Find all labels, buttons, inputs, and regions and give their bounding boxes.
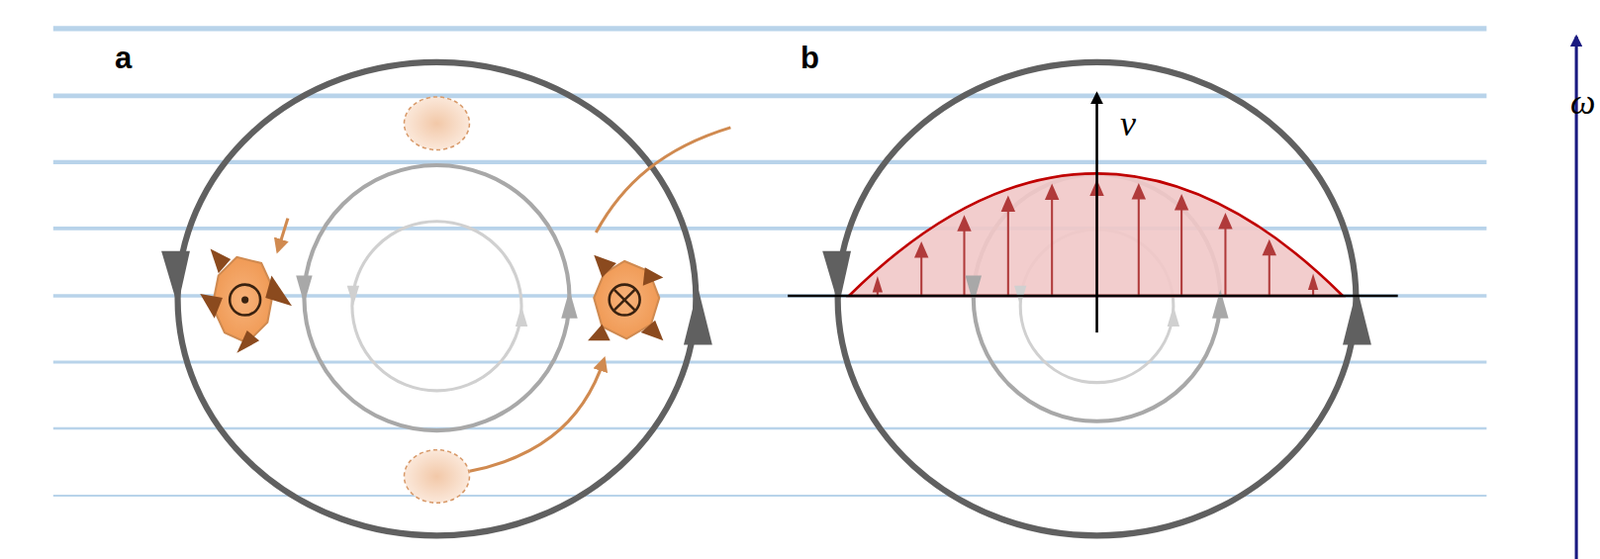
- horizontal-axis: [787, 294, 1399, 298]
- vortex-blob-right: [587, 255, 663, 342]
- vortex-rings-a: [178, 62, 697, 536]
- velocity-arrow: [962, 227, 965, 296]
- trajectory-curves: [278, 127, 732, 471]
- velocity-arrow: [920, 253, 923, 296]
- velocity-arrow: [1050, 195, 1053, 296]
- velocity-arrows: [872, 179, 1319, 296]
- ring-arrowheads-a: [161, 251, 713, 346]
- velocity-arrowhead: [1001, 194, 1016, 211]
- ghost-blobs: [403, 96, 470, 503]
- vortex-blob-left: [199, 249, 292, 354]
- velocity-arrowhead: [872, 276, 883, 292]
- velocity-arrowhead: [956, 214, 971, 231]
- velocity-arrow: [1268, 251, 1271, 296]
- velocity-arrowhead: [1308, 273, 1318, 289]
- velocity-arrowhead: [1044, 184, 1059, 200]
- velocity-arrow: [1007, 207, 1010, 296]
- velocity-axis: [1095, 94, 1099, 333]
- velocity-arrowhead: [1131, 183, 1146, 199]
- velocity-arrowhead: [1218, 212, 1232, 229]
- velocity-arrowhead: [1262, 239, 1277, 256]
- background-lines: [53, 28, 1488, 496]
- velocity-arrowhead: [1174, 193, 1189, 210]
- velocity-arrow: [1180, 205, 1183, 296]
- velocity-symbol: v: [1120, 105, 1136, 142]
- rotation-symbol: ω: [1570, 84, 1596, 120]
- velocity-arrowhead: [914, 241, 929, 258]
- velocity-arrow: [1137, 194, 1140, 296]
- vortex-rings-b: [838, 62, 1357, 536]
- panel-label: b: [800, 42, 820, 74]
- velocity-arrow: [1223, 224, 1226, 296]
- panel-label: a: [114, 42, 132, 74]
